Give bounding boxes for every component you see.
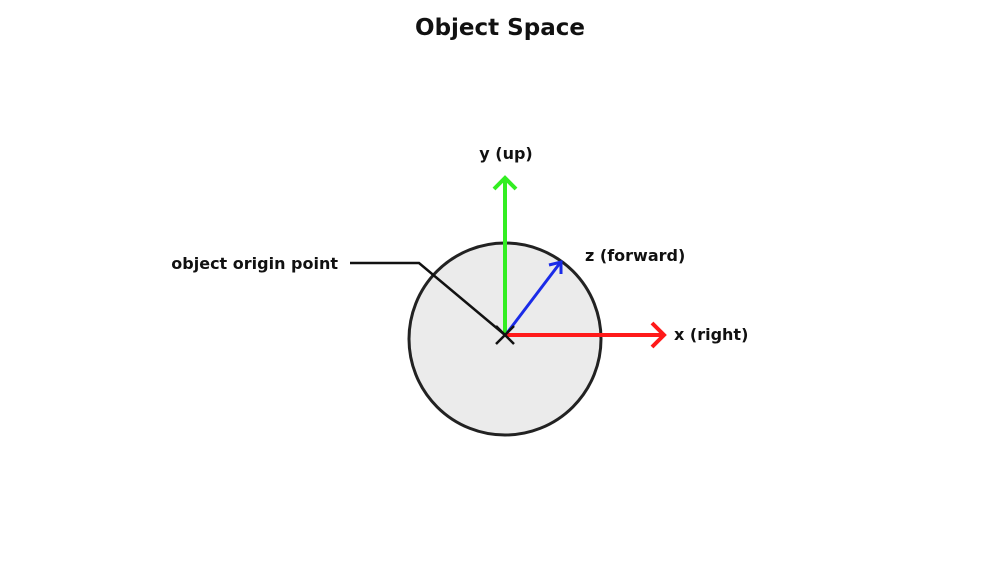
x-axis-arrowhead: [650, 321, 667, 349]
z-axis-arrow: [505, 260, 563, 334]
z-axis-line: [505, 262, 562, 334]
x-axis-arrow: [505, 321, 667, 349]
origin-leader-line: [350, 261, 506, 336]
z-axis-arrowhead: [548, 260, 563, 274]
x-axis-label: x (right): [674, 325, 748, 344]
y-axis-arrowhead: [492, 175, 518, 191]
z-axis-label: z (forward): [585, 246, 685, 265]
y-axis-arrow: [492, 175, 518, 333]
origin-label: object origin point: [171, 254, 338, 273]
y-axis-label: y (up): [479, 144, 532, 163]
diagram-title: Object Space: [415, 15, 585, 41]
